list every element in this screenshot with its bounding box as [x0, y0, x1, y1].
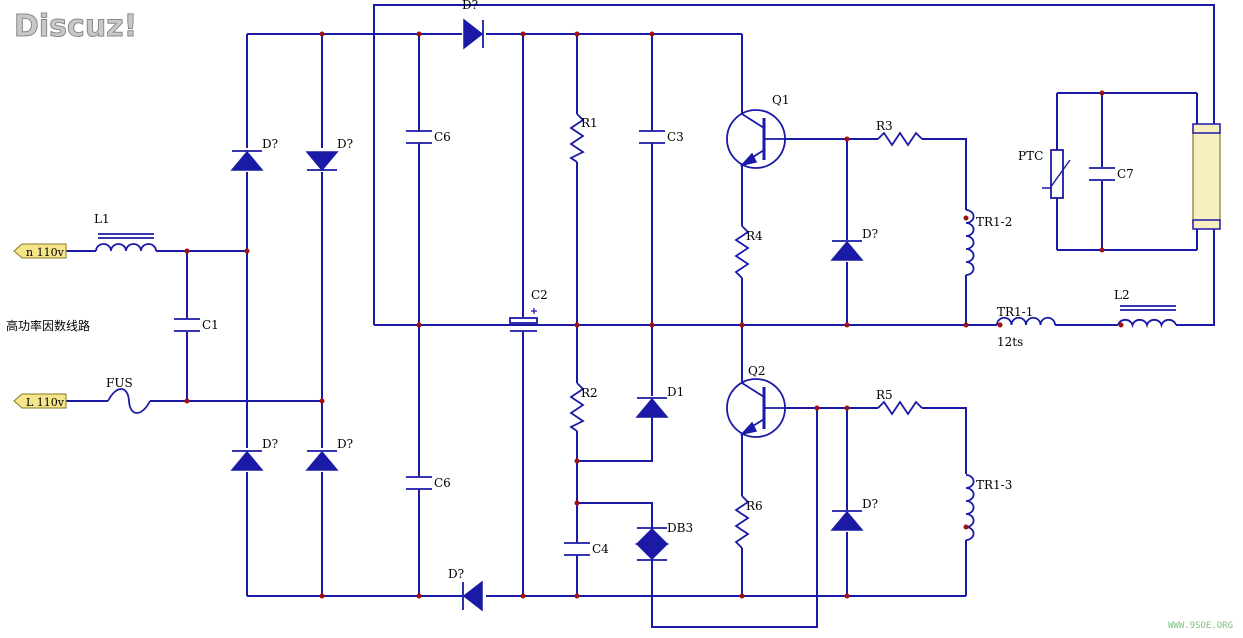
fuse-FUS: FUS	[106, 376, 151, 414]
wires	[66, 4, 1215, 628]
label-diode-Q2-base: D?	[862, 497, 878, 511]
label-diode-bridge-3: D?	[262, 437, 278, 451]
label-FUS: FUS	[106, 376, 133, 390]
label-C7: C7	[1117, 167, 1134, 181]
lamp-tube	[1192, 93, 1221, 250]
port-L: L 110v	[13, 393, 67, 409]
label-R2: R2	[581, 386, 598, 400]
winding-TR1-1: TR1-1 12ts	[996, 305, 1056, 349]
capacitor-C2: C2	[509, 288, 548, 332]
label-Q1: Q1	[772, 93, 789, 107]
resistor-R1: R1	[569, 113, 598, 163]
thermistor-PTC: PTC	[1018, 149, 1071, 199]
label-turns: 12ts	[997, 335, 1023, 349]
winding-TR1-3: TR1-3	[963, 474, 1012, 541]
junctions	[184, 31, 1105, 599]
capacitor-C6-bottom: C6	[406, 476, 451, 490]
capacitor-C3: C3	[639, 130, 684, 144]
transistor-Q1: Q1	[726, 93, 789, 169]
diode-Q1-base: D?	[830, 227, 878, 261]
label-diode-bridge-1: D?	[262, 137, 278, 151]
label-L1: L1	[94, 212, 110, 226]
label-TR1-3: TR1-3	[976, 478, 1012, 492]
diode-top-rail: D?	[462, 0, 484, 50]
label-Q2: Q2	[748, 364, 765, 378]
label-PTC: PTC	[1018, 149, 1043, 163]
diagram-title: 高功率因数线路	[6, 318, 90, 333]
label-C3: C3	[667, 130, 684, 144]
diode-bridge-3: D?	[230, 437, 278, 471]
watermark-small: WWW.9SOE.ORG	[1168, 621, 1233, 631]
capacitor-C1: C1	[174, 318, 219, 332]
diode-bottom-rail: D?	[448, 567, 483, 612]
port-n-label: n 110v	[26, 246, 65, 259]
capacitor-C6-top: C6	[406, 130, 451, 144]
label-R6: R6	[746, 499, 763, 513]
label-C6-bottom: C6	[434, 476, 451, 490]
diode-D1: D1	[635, 385, 684, 418]
diode-bridge-4: D?	[305, 437, 353, 471]
resistor-R4: R4	[734, 225, 763, 279]
resistor-R5: R5	[876, 388, 923, 416]
label-C6-top: C6	[434, 130, 451, 144]
label-DB3: DB3	[667, 521, 693, 535]
label-diode-bridge-4: D?	[337, 437, 353, 451]
label-C4: C4	[592, 542, 609, 556]
port-n: n 110v	[13, 243, 67, 259]
capacitor-C4: C4	[564, 542, 609, 556]
diac-DB3: DB3	[635, 521, 693, 561]
capacitor-C7: C7	[1089, 167, 1134, 181]
label-diode-Q1-base: D?	[862, 227, 878, 241]
label-TR1-2: TR1-2	[976, 215, 1012, 229]
resistor-R2: R2	[569, 382, 598, 432]
label-diode-bottom-rail: D?	[448, 567, 464, 581]
label-L2: L2	[1114, 288, 1130, 302]
resistor-R6: R6	[734, 495, 763, 549]
inductor-L2: L2	[1114, 288, 1177, 329]
port-L-label: L 110v	[26, 396, 65, 409]
diode-Q2-base: D?	[830, 497, 878, 531]
watermark: Discuz!	[14, 9, 137, 44]
label-R5: R5	[876, 388, 893, 402]
label-diode-top-rail: D?	[462, 0, 478, 12]
label-R1: R1	[581, 116, 598, 130]
diode-bridge-2: D?	[305, 137, 353, 172]
label-R3: R3	[876, 119, 893, 133]
label-TR1-1: TR1-1	[997, 305, 1033, 319]
label-R4: R4	[746, 229, 763, 243]
label-D1: D1	[667, 385, 684, 399]
label-C2: C2	[531, 288, 548, 302]
winding-TR1-2: TR1-2	[963, 209, 1012, 276]
resistor-R3: R3	[876, 119, 923, 147]
transistor-Q2: Q2	[726, 364, 786, 438]
label-diode-bridge-2: D?	[337, 137, 353, 151]
inductor-L1: L1	[94, 212, 157, 252]
diode-bridge-1: D?	[230, 137, 278, 171]
label-C1: C1	[202, 318, 219, 332]
